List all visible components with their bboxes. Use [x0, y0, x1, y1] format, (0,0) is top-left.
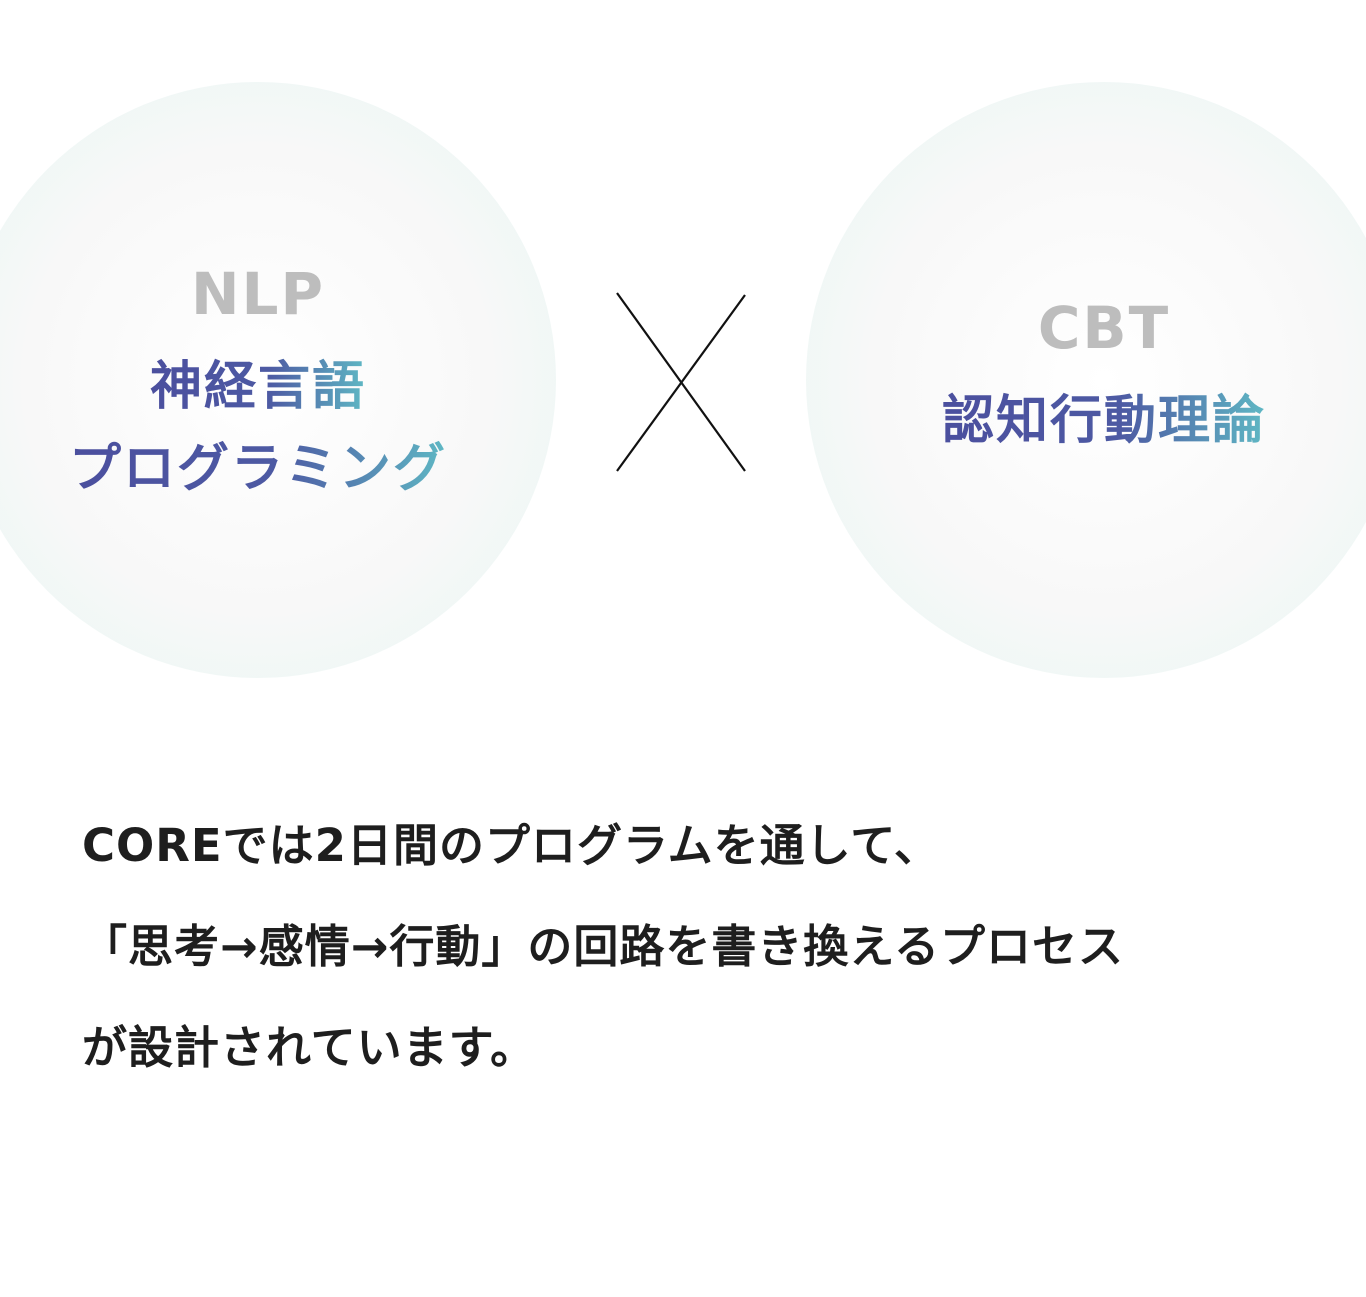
- cbt-line1: 認知行動理論: [942, 378, 1266, 453]
- description-line: COREでは2日間のプログラムを通して、: [82, 819, 941, 872]
- cbt-circle: CBT 認知行動理論: [806, 82, 1366, 678]
- description-line: 「思考→感情→行動」の回路を書き換えるプロセス: [82, 920, 1125, 973]
- cross-icon: ×: [616, 292, 746, 472]
- description: COREでは2日間のプログラムを通して、 「思考→感情→行動」の回路を書き換える…: [82, 795, 1302, 1098]
- cbt-title: CBT: [1037, 294, 1171, 362]
- description-line: が設計されています。: [82, 1021, 537, 1074]
- nlp-circle: NLP 神経言語 プログラミング: [0, 82, 556, 678]
- nlp-line1: 神経言語: [150, 344, 366, 419]
- nlp-title: NLP: [190, 260, 325, 328]
- nlp-line2: プログラミング: [69, 426, 447, 501]
